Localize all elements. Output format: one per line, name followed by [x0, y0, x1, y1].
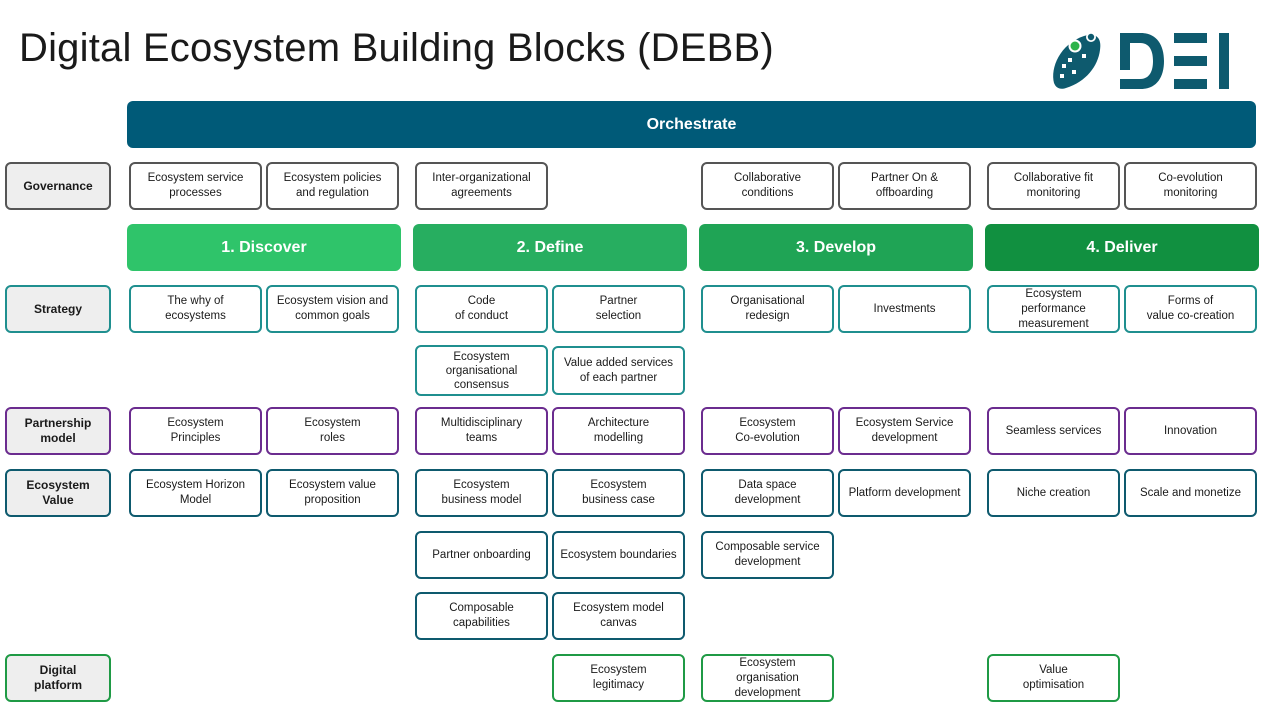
- dei-wordmark: [1120, 33, 1229, 89]
- block-ecosystem-model-canvas: Ecosystem model canvas: [552, 592, 685, 640]
- block-forms-of-value-co-creation: Forms of value co-creation: [1124, 285, 1257, 333]
- block-seamless-services: Seamless services: [987, 407, 1120, 455]
- block-ecosystem-value-proposition: Ecosystem value proposition: [266, 469, 399, 517]
- block-ecosystem-organisational-consensus: Ecosystem organisational consensus: [415, 345, 548, 396]
- block-ecosystem-legitimacy: Ecosystem legitimacy: [552, 654, 685, 702]
- block-platform-development: Platform development: [838, 469, 971, 517]
- block-niche-creation: Niche creation: [987, 469, 1120, 517]
- row-label-ecosystem-value: Ecosystem Value: [5, 469, 111, 517]
- block-composable-service-development: Composable service development: [701, 531, 834, 579]
- block-ecosystem-boundaries: Ecosystem boundaries: [552, 531, 685, 579]
- block-composable-capabilities: Composable capabilities: [415, 592, 548, 640]
- dei-leaf-logo-icon: [1053, 32, 1101, 89]
- block-ecosystem-performance-measurement: Ecosystem performance measurement: [987, 285, 1120, 333]
- block-investments: Investments: [838, 285, 971, 333]
- block-value-added-services: Value added services of each partner: [552, 346, 685, 395]
- phase-label: 4. Deliver: [1086, 238, 1158, 256]
- block-ecosystem-co-evolution: Ecosystem Co-evolution: [701, 407, 834, 455]
- block-co-evolution-monitoring: Co-evolution monitoring: [1124, 162, 1257, 210]
- phase-label: 2. Define: [516, 238, 584, 256]
- block-innovation: Innovation: [1124, 407, 1257, 455]
- phase-define: 2. Define: [413, 224, 687, 271]
- page-title: Digital Ecosystem Building Blocks (DEBB): [19, 26, 774, 70]
- block-ecosystem-roles: Ecosystem roles: [266, 407, 399, 455]
- orchestrate-bar: Orchestrate: [127, 101, 1256, 148]
- block-collaborative-fit-monitoring: Collaborative fit monitoring: [987, 162, 1120, 210]
- block-collaborative-conditions: Collaborative conditions: [701, 162, 834, 210]
- phase-discover: 1. Discover: [127, 224, 401, 271]
- row-label-digital-platform: Digital platform: [5, 654, 111, 702]
- block-ecosystem-business-model: Ecosystem business model: [415, 469, 548, 517]
- block-ecosystem-service-processes: Ecosystem service processes: [129, 162, 262, 210]
- block-ecosystem-horizon-model: Ecosystem Horizon Model: [129, 469, 262, 517]
- phase-label: 1. Discover: [221, 238, 307, 256]
- block-ecosystem-business-case: Ecosystem business case: [552, 469, 685, 517]
- row-label-partnership-model: Partnership model: [5, 407, 111, 455]
- block-ecosystem-policies: Ecosystem policies and regulation: [266, 162, 399, 210]
- block-partner-onboarding: Partner onboarding: [415, 531, 548, 579]
- block-organisational-redesign: Organisational redesign: [701, 285, 834, 333]
- block-multidisciplinary-teams: Multidisciplinary teams: [415, 407, 548, 455]
- block-code-of-conduct: Code of conduct: [415, 285, 548, 333]
- block-partner-on-offboarding: Partner On & offboarding: [838, 162, 971, 210]
- block-why-of-ecosystems: The why of ecosystems: [129, 285, 262, 333]
- phase-label: 3. Develop: [795, 238, 877, 256]
- block-ecosystem-service-development: Ecosystem Service development: [838, 407, 971, 455]
- block-value-optimisation: Value optimisation: [987, 654, 1120, 702]
- row-label-governance: Governance: [5, 162, 111, 210]
- block-scale-and-monetize: Scale and monetize: [1124, 469, 1257, 517]
- block-ecosystem-principles: Ecosystem Principles: [129, 407, 262, 455]
- block-partner-selection: Partner selection: [552, 285, 685, 333]
- block-ecosystem-vision: Ecosystem vision and common goals: [266, 285, 399, 333]
- dei-logo: [1053, 32, 1229, 89]
- block-inter-organizational-agreements: Inter-organizational agreements: [415, 162, 548, 210]
- block-data-space-development: Data space development: [701, 469, 834, 517]
- block-architecture-modelling: Architecture modelling: [552, 407, 685, 455]
- orchestrate-label: Orchestrate: [646, 115, 737, 133]
- phase-develop: 3. Develop: [699, 224, 973, 271]
- phase-deliver: 4. Deliver: [985, 224, 1259, 271]
- row-label-strategy: Strategy: [5, 285, 111, 333]
- block-ecosystem-organisation-development: Ecosystem organisation development: [701, 654, 834, 702]
